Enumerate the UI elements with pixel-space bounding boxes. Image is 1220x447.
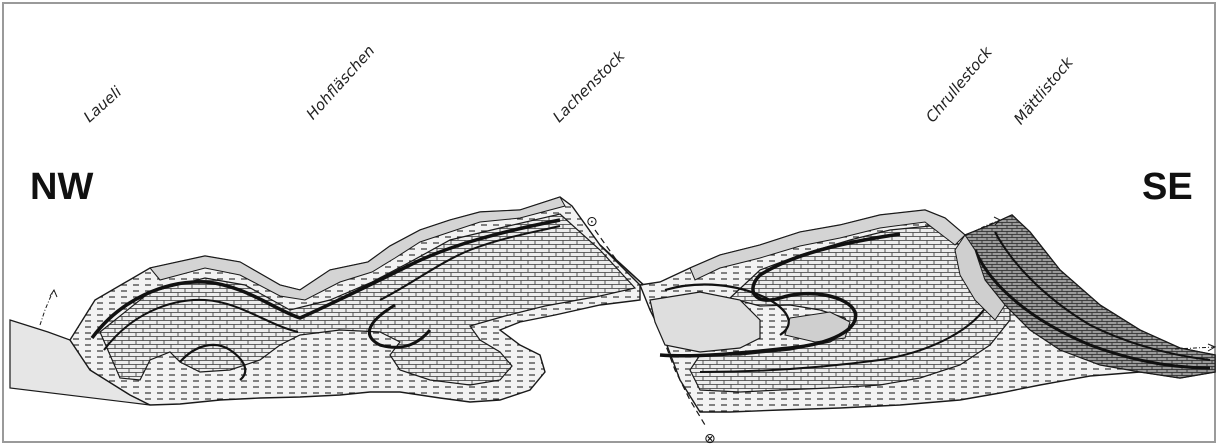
nw-axis-trace	[40, 290, 54, 325]
fault-symbol-out: ⊙	[586, 214, 598, 230]
nw-axis-arrow	[50, 290, 57, 297]
fault-symbol-in: ⊗	[704, 431, 716, 447]
